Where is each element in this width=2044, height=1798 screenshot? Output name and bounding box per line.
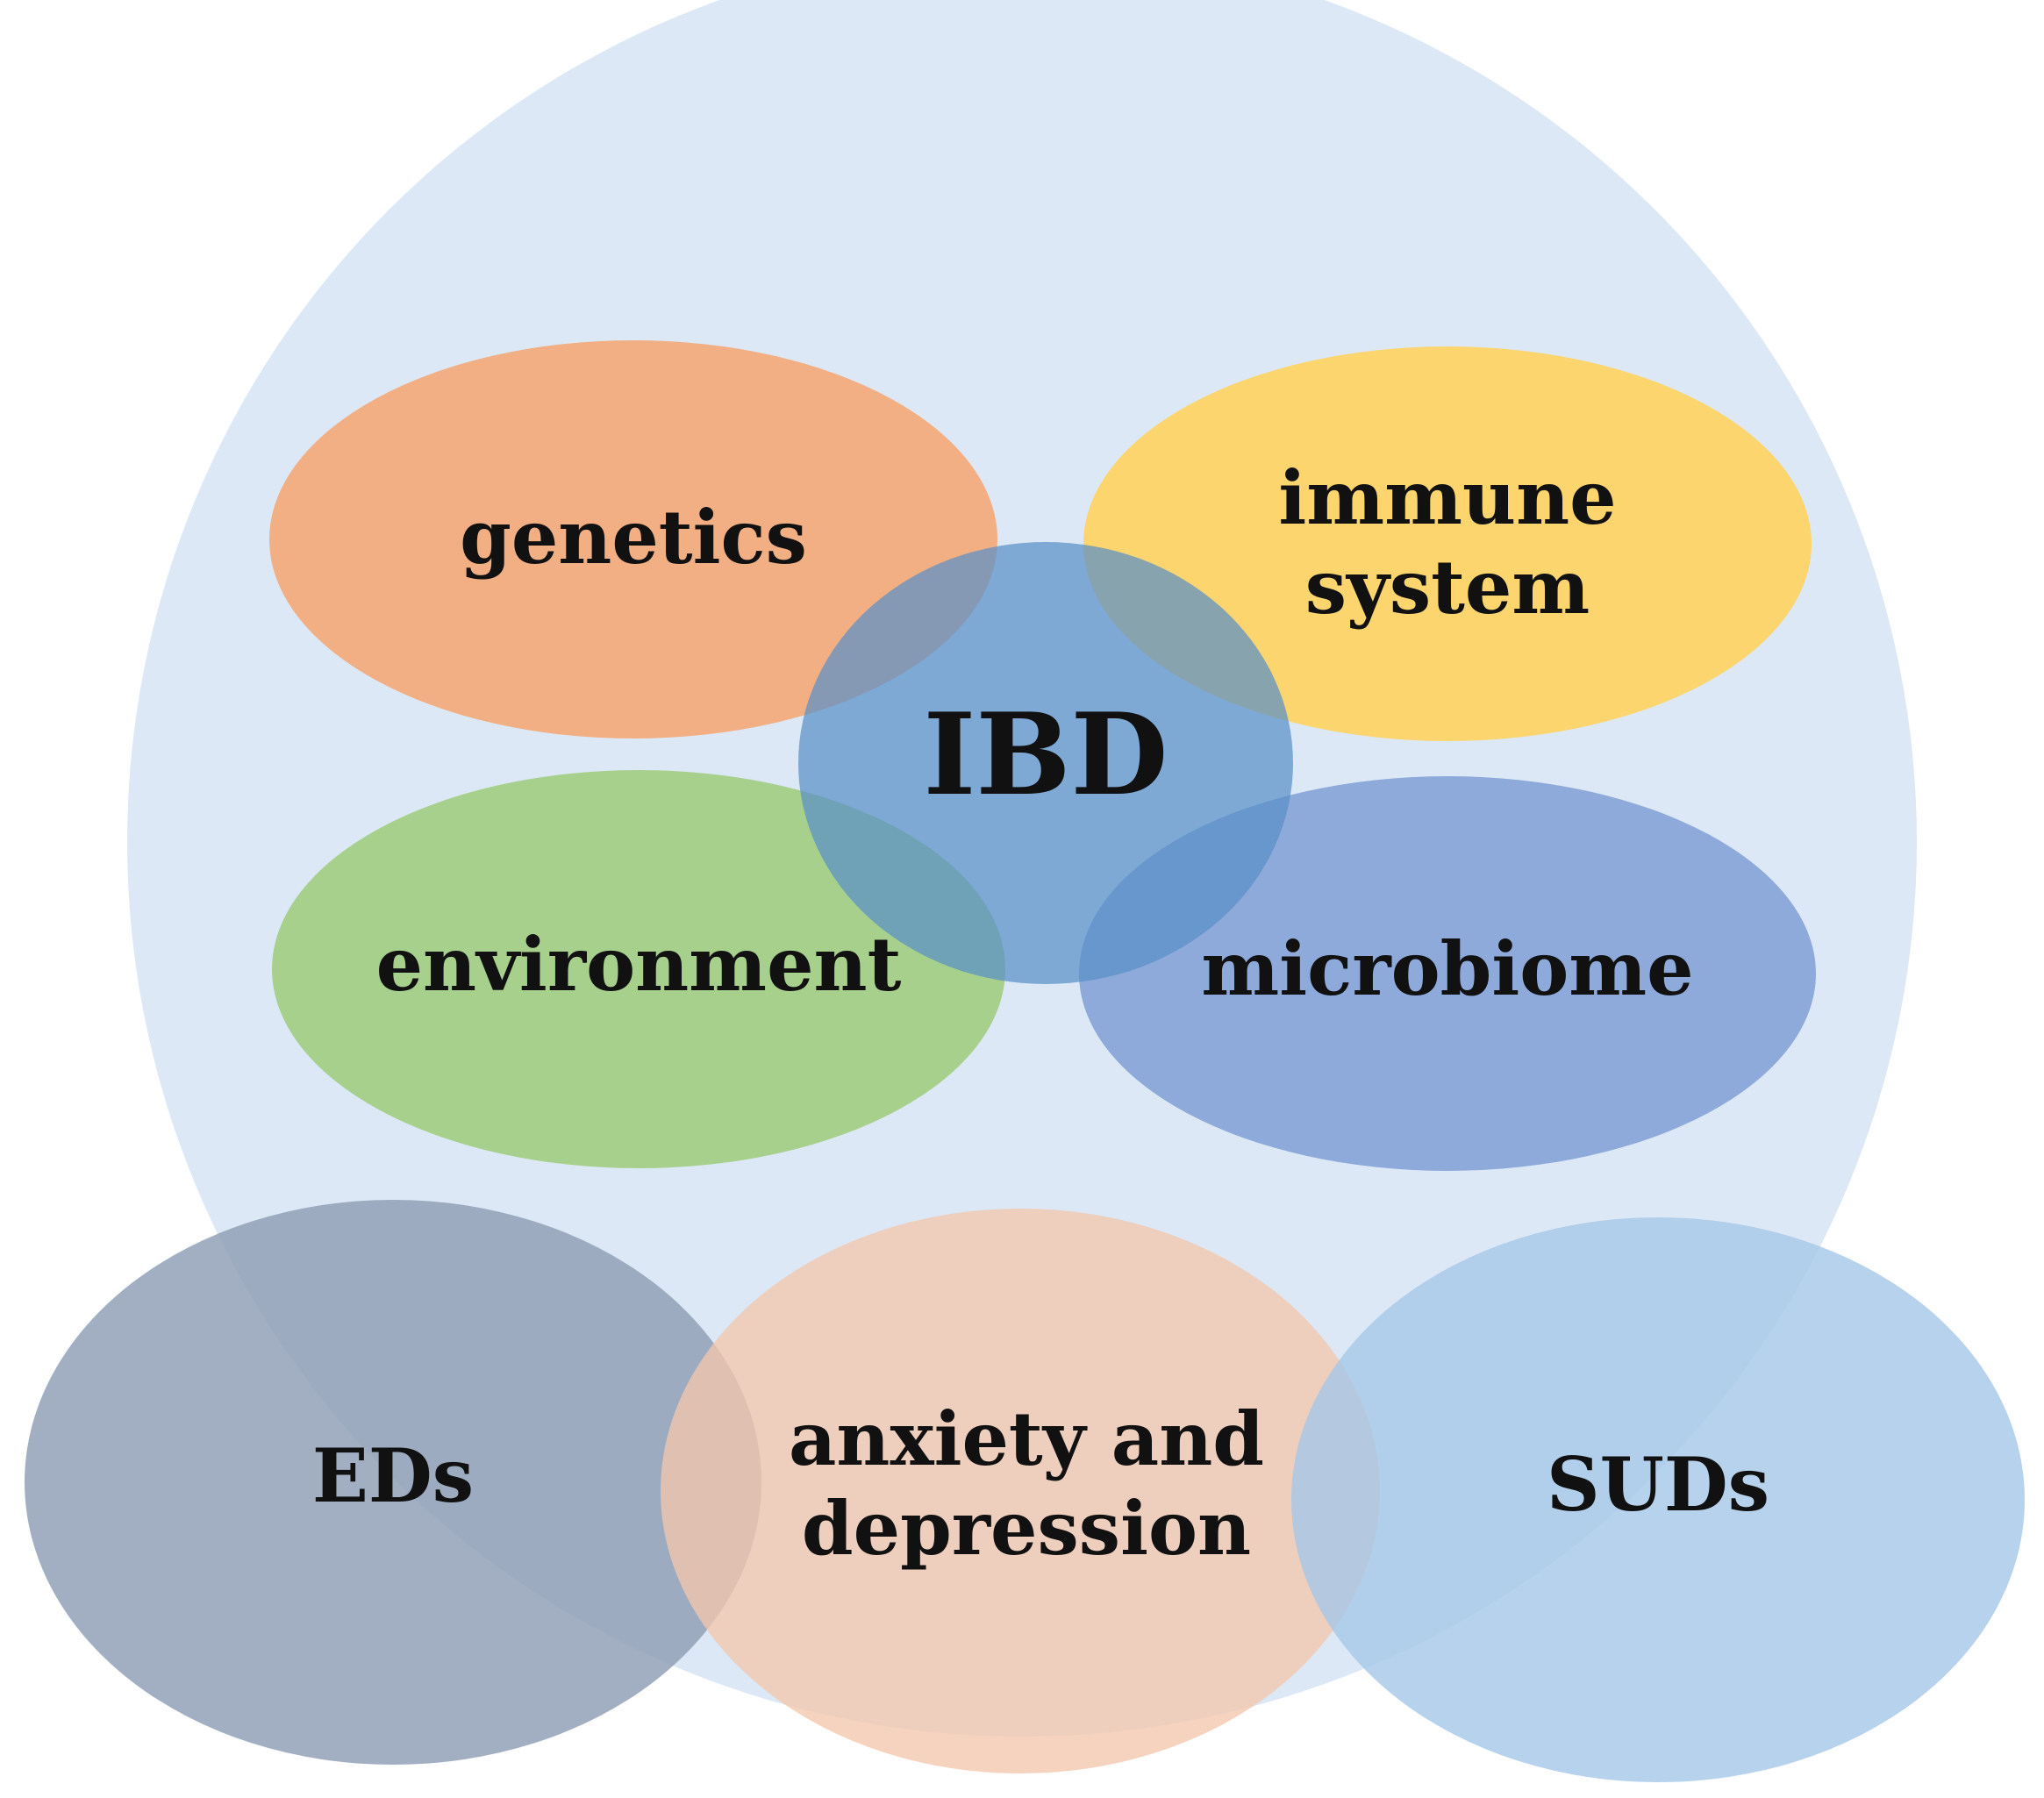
- microbiome-label: microbiome: [1201, 925, 1693, 1012]
- microbiome-ellipse: [1079, 776, 1816, 1171]
- environment-label: environment: [376, 921, 902, 1008]
- genetics-ellipse: [269, 340, 997, 738]
- environment-ellipse: [272, 770, 1005, 1168]
- anxiety-depression-label-line1: anxiety and: [789, 1395, 1264, 1482]
- immune-system-label-line1: immune: [1278, 454, 1616, 541]
- ibd-circle: [798, 542, 1293, 984]
- suds-ellipse: [1291, 1217, 2025, 1782]
- genetics-label: genetics: [460, 494, 807, 581]
- ibd-label: IBD: [923, 689, 1168, 821]
- anxiety-depression-label-line2: depression: [802, 1485, 1251, 1572]
- immune-system-ellipse: [1083, 346, 1812, 741]
- suds-label: SUDs: [1547, 1441, 1769, 1528]
- immune-system-label-line2: system: [1305, 544, 1590, 631]
- anxiety-depression-ellipse: [661, 1209, 1380, 1773]
- eds-ellipse: [25, 1200, 761, 1765]
- eds-label: EDs: [312, 1432, 474, 1519]
